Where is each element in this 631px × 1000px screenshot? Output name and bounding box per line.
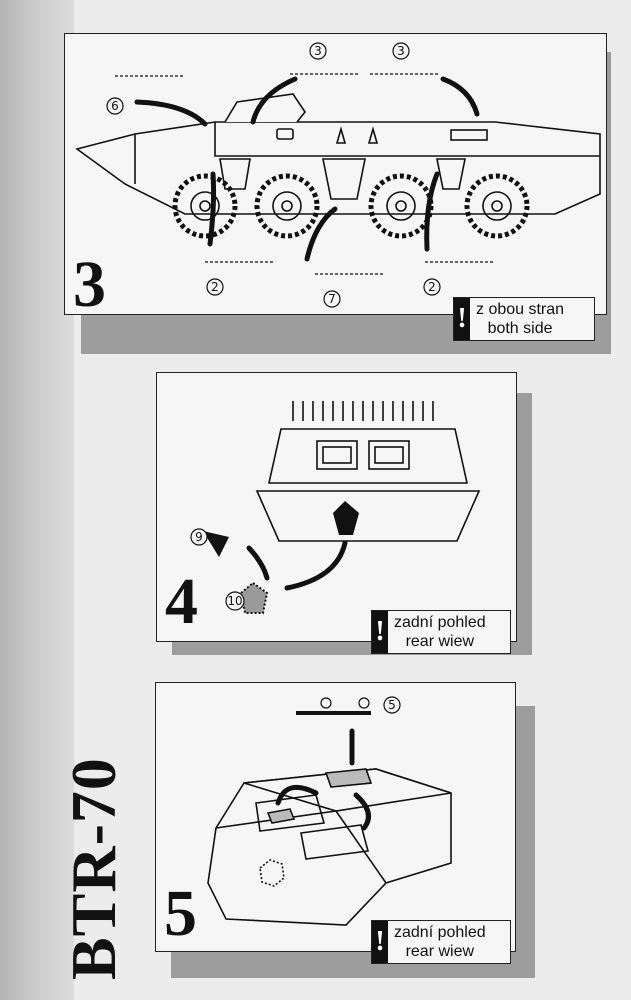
step-5-panel: 5 5 — [155, 682, 516, 952]
arrow-icon — [250, 76, 298, 125]
note-line-cz: zadní pohled — [394, 924, 486, 941]
model-title: BTR-70 — [58, 757, 129, 980]
note-line-en: rear wiew — [405, 633, 475, 650]
step-3-vehicle-drawing: 6 3 3 2 7 2 — [75, 42, 601, 308]
part-callout-icon — [106, 42, 441, 308]
step-4-rear-drawing: 9 10 — [190, 401, 481, 614]
note-both-sides: ! z obou stran both side — [453, 297, 595, 341]
step-5-rear-drawing: 5 — [207, 696, 452, 926]
step-number: 3 — [73, 248, 106, 315]
note-line-cz: zadní pohled — [394, 614, 486, 631]
note-line-en: both side — [487, 320, 553, 337]
exclamation-icon: ! — [454, 298, 470, 340]
note-rear-view: ! zadní pohled rear wiew — [371, 610, 511, 654]
step-3-panel: 6 3 3 2 7 2 3 — [64, 33, 607, 315]
part-number: 9 — [195, 530, 203, 544]
part-callout-icon — [383, 696, 401, 714]
step-number: 5 — [164, 877, 197, 950]
part-number: 7 — [328, 292, 336, 306]
arrow-icon — [353, 792, 371, 831]
exclamation-icon: ! — [372, 611, 388, 653]
exclamation-icon: ! — [372, 921, 388, 963]
arrow-icon — [304, 206, 338, 262]
part-number: 2 — [428, 280, 436, 294]
part-callout-icon — [190, 528, 245, 611]
sidebar-band: BTR-70 — [0, 0, 129, 1000]
note-rear-view: ! zadní pohled rear wiew — [371, 920, 511, 964]
part-number: 3 — [314, 44, 322, 58]
part-number: 10 — [227, 594, 242, 608]
note-line-en: rear wiew — [405, 943, 475, 960]
arrow-icon — [246, 545, 270, 581]
step-4-panel: 9 10 4 — [156, 372, 517, 642]
arrow-icon — [207, 171, 217, 247]
part-number: 3 — [397, 44, 405, 58]
step-number: 4 — [165, 565, 198, 638]
arrow-icon — [134, 99, 208, 127]
arrow-icon — [440, 76, 480, 117]
arrow-icon — [284, 540, 348, 591]
note-line-cz: z obou stran — [476, 301, 565, 318]
part-number: 6 — [111, 99, 119, 113]
arrow-icon — [424, 171, 440, 252]
arrow-icon — [275, 784, 319, 806]
part-number: 2 — [211, 280, 219, 294]
part-number: 5 — [388, 698, 396, 712]
